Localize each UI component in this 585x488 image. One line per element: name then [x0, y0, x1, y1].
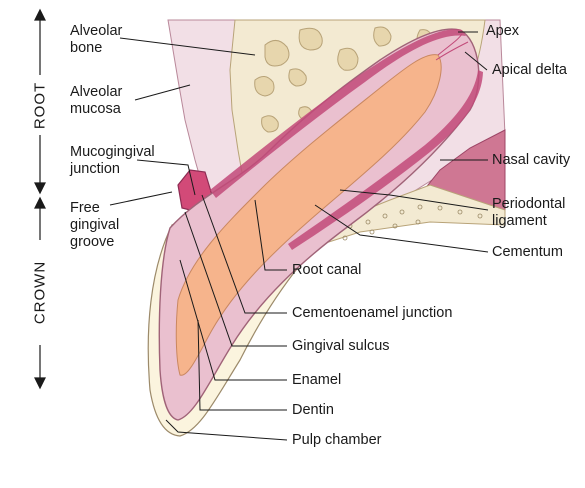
label-cementum: Cementum — [492, 244, 563, 261]
label-free-gingival-groove: Free gingival groove — [70, 200, 119, 251]
label-root-canal: Root canal — [292, 262, 361, 279]
label-apex: Apex — [486, 23, 519, 40]
label-gingival-sulcus: Gingival sulcus — [292, 338, 390, 355]
label-mucogingival-junction: Mucogingival junction — [70, 144, 155, 178]
label-dentin: Dentin — [292, 402, 334, 419]
label-periodontal-ligament: Periodontal ligament — [492, 196, 565, 230]
label-alveolar-bone: Alveolar bone — [70, 23, 122, 57]
label-cementoenamel-junction: Cementoenamel junction — [292, 305, 452, 322]
label-alveolar-mucosa: Alveolar mucosa — [70, 84, 122, 118]
label-apical-delta: Apical delta — [492, 62, 567, 79]
label-nasal-cavity: Nasal cavity — [492, 152, 570, 169]
label-enamel: Enamel — [292, 372, 341, 389]
label-pulp-chamber: Pulp chamber — [292, 432, 381, 449]
axis-label-crown: CROWN — [32, 259, 49, 327]
axis-arrows — [35, 10, 45, 388]
axis-label-root: ROOT — [32, 82, 49, 130]
